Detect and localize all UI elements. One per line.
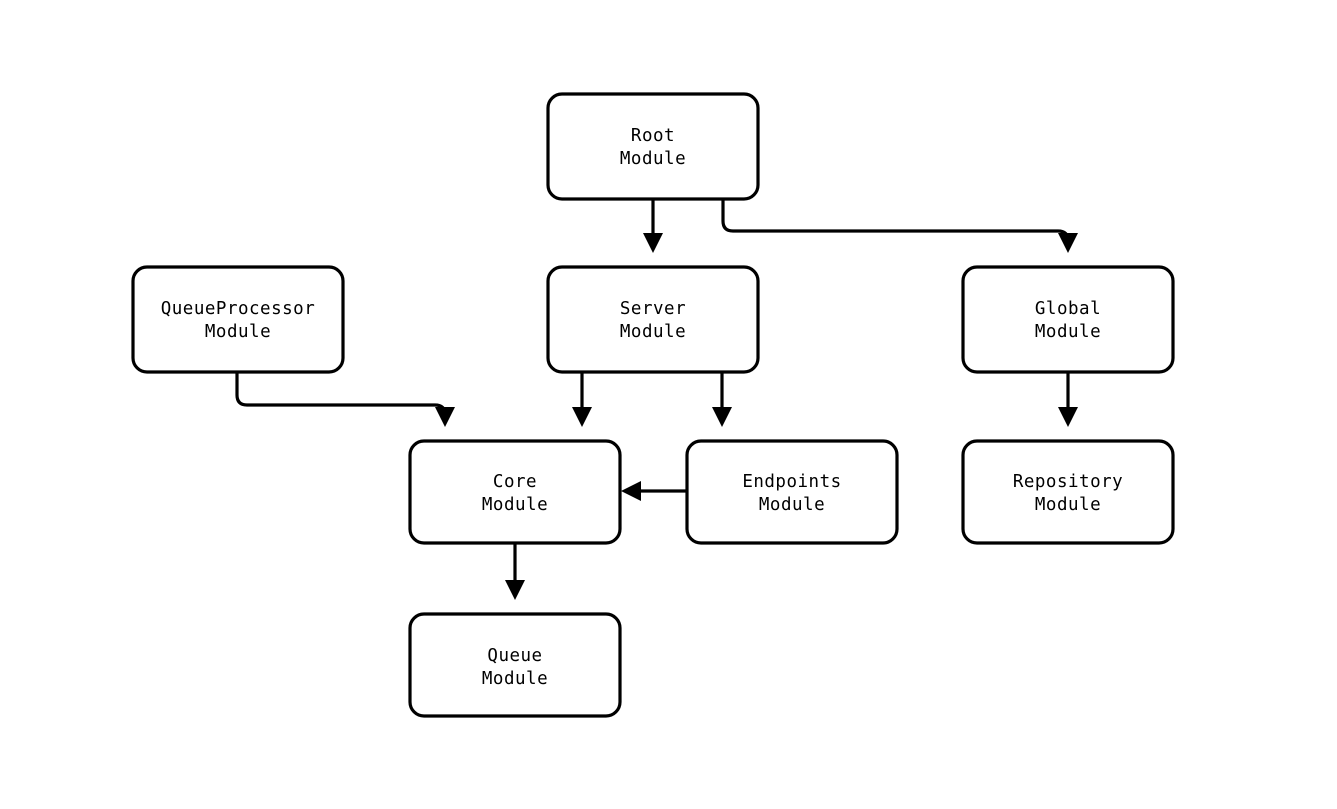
edge-root-to-global <box>721 199 1078 253</box>
node-core-module-box[interactable] <box>408 439 622 545</box>
edge-layer <box>235 199 1078 600</box>
edge-global-to-repository <box>1058 372 1078 427</box>
node-server-module[interactable]: Server Module <box>546 265 760 374</box>
node-queueprocessor-module[interactable]: QueueProcessor Module <box>131 265 345 374</box>
node-queue-module-label-line1: Queue <box>487 646 542 666</box>
edge-server-to-endpoints <box>712 372 732 427</box>
node-queueprocessor-module-label-line1: QueueProcessor <box>161 299 316 319</box>
node-server-module-box[interactable] <box>546 265 760 374</box>
node-queueprocessor-module-box[interactable] <box>131 265 345 374</box>
edge-root-to-server <box>643 199 663 253</box>
node-global-module-label-line1: Global <box>1035 299 1101 319</box>
node-repository-module[interactable]: Repository Module <box>961 439 1175 545</box>
node-server-module-label-line1: Server <box>620 299 686 319</box>
node-server-module-label-line2: Module <box>620 322 686 342</box>
node-global-module[interactable]: Global Module <box>961 265 1175 374</box>
node-queue-module-box[interactable] <box>408 612 622 718</box>
edge-server-to-core <box>572 372 592 427</box>
node-global-module-label-line2: Module <box>1035 322 1101 342</box>
node-root-module[interactable]: Root Module <box>546 92 760 201</box>
node-endpoints-module-box[interactable] <box>685 439 899 545</box>
node-endpoints-module-label-line1: Endpoints <box>742 472 841 492</box>
node-root-module-label-line1: Root <box>631 126 675 146</box>
node-root-module-box[interactable] <box>546 92 760 201</box>
node-core-module[interactable]: Core Module <box>408 439 622 545</box>
node-repository-module-label-line2: Module <box>1035 495 1101 515</box>
node-repository-module-box[interactable] <box>961 439 1175 545</box>
node-repository-module-label-line1: Repository <box>1013 472 1123 492</box>
node-queue-module-label-line2: Module <box>482 669 548 689</box>
node-endpoints-module[interactable]: Endpoints Module <box>685 439 899 545</box>
node-queue-module[interactable]: Queue Module <box>408 612 622 718</box>
node-queueprocessor-module-label-line2: Module <box>205 322 271 342</box>
edge-endpoints-to-core <box>621 481 687 501</box>
node-core-module-label-line2: Module <box>482 495 548 515</box>
node-root-module-label-line2: Module <box>620 149 686 169</box>
edge-queueprocessor-to-core <box>235 372 455 427</box>
node-core-module-label-line1: Core <box>493 472 537 492</box>
node-endpoints-module-label-line2: Module <box>759 495 825 515</box>
edge-core-to-queue <box>505 543 525 600</box>
node-global-module-box[interactable] <box>961 265 1175 374</box>
